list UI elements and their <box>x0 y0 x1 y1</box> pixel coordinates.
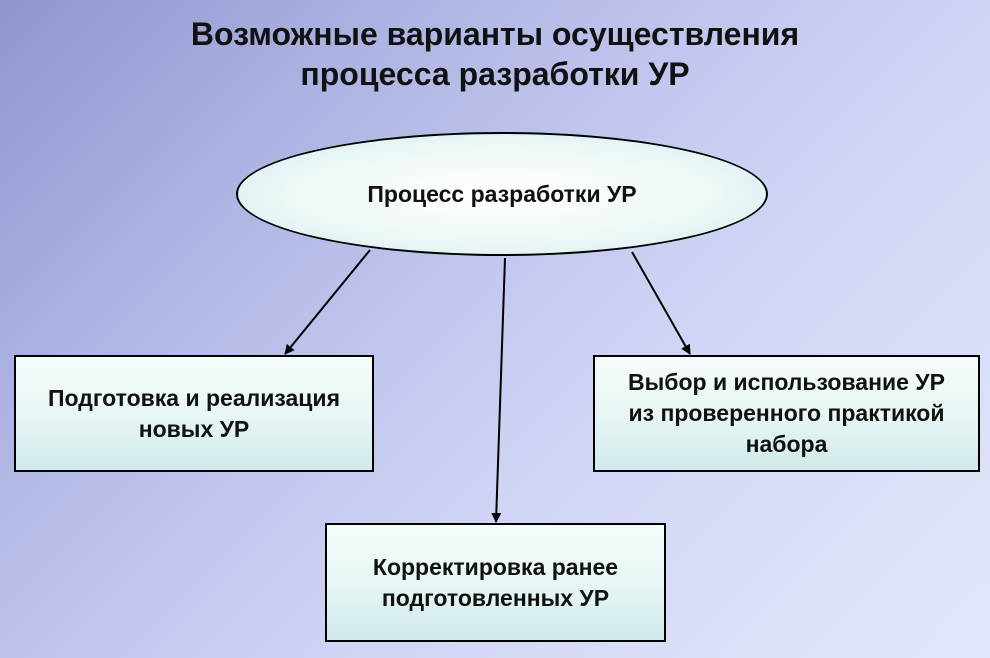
node-choose-ur-line-2: из проверенного практикой <box>628 400 945 426</box>
title-line-2: процесса разработки УР <box>300 56 690 92</box>
arrow-to-middle-node <box>491 257 506 523</box>
node-new-ur-line-2: новых УР <box>138 415 250 442</box>
node-correct-ur-line-2: подготовленных УР <box>381 584 610 611</box>
center-node-label: Процесс разработки УР <box>367 180 637 207</box>
node-new-ur: Подготовка и реализация новых УР <box>14 355 374 472</box>
title-line-1: Возможные варианты осуществления <box>190 16 800 52</box>
node-choose-ur: Выбор и использование УР из проверенного… <box>593 355 980 472</box>
node-new-ur-line-1: Подготовка и реализация <box>47 384 340 411</box>
arrow-to-left-node <box>284 249 371 355</box>
node-correct-ur-line-1: Корректировка ранее <box>372 553 619 580</box>
node-choose-ur-line-3: набора <box>745 431 828 457</box>
center-node-ellipse: Процесс разработки УР <box>236 132 768 256</box>
node-correct-ur: Корректировка ранее подготовленных УР <box>325 523 666 642</box>
node-choose-ur-line-1: Выбор и использование УР <box>628 369 945 395</box>
page-title: Возможные варианты осуществления процесс… <box>0 14 990 94</box>
arrow-to-right-node <box>631 251 691 355</box>
